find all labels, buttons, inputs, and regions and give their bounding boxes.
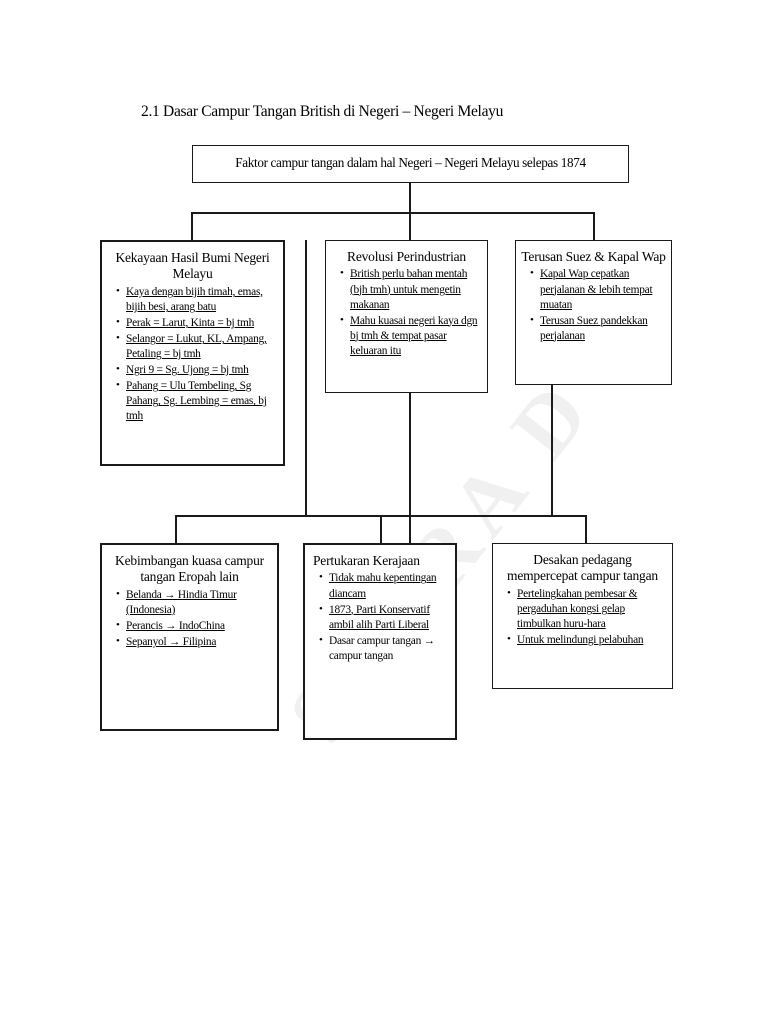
node-kebimbangan-kuasa-eropah[interactable]: Kebimbangan kuasa campur tangan Eropah l…	[100, 543, 279, 731]
node-title: Terusan Suez & Kapal Wap	[521, 249, 666, 264]
list-item: Belanda → Hindia Timur (Indonesia)	[116, 587, 273, 618]
node-item-list: Kaya dengan bijih timah, emas, bijih bes…	[102, 284, 283, 424]
node-kekayaan-hasil-bumi[interactable]: Kekayaan Hasil Bumi Negeri Melayu Kaya d…	[100, 240, 285, 466]
list-item: Kapal Wap cepatkan perjalanan & lebih te…	[530, 266, 667, 312]
list-item: Pertelingkahan pembesar & pergaduhan kon…	[507, 586, 668, 632]
node-pertukaran-kerajaan[interactable]: Pertukaran Kerajaan Tidak mahu kepenting…	[303, 543, 457, 740]
connector-row1-drop-right	[593, 212, 596, 240]
node-item-list: Pertelingkahan pembesar & pergaduhan kon…	[493, 586, 672, 648]
list-item: 1873, Parti Konservatif ambil alih Parti…	[319, 602, 451, 633]
node-item-list: Belanda → Hindia Timur (Indonesia) Peran…	[102, 587, 277, 650]
connector-row2-drop-mid	[380, 515, 383, 543]
list-item: Mahu kuasai negeri kaya dgn bj tmh & tem…	[340, 313, 483, 359]
node-item-list: British perlu bahan mentah (bjh tmh) unt…	[326, 266, 487, 359]
root-node-label: Faktor campur tangan dalam hal Negeri – …	[235, 155, 586, 170]
list-item: British perlu bahan mentah (bjh tmh) unt…	[340, 266, 483, 312]
node-title: Kekayaan Hasil Bumi Negeri Melayu	[115, 250, 270, 282]
node-title: Revolusi Perindustrian	[347, 249, 466, 264]
connector-kekayaan-stem	[305, 240, 308, 515]
connector-row2-drop-right	[585, 515, 588, 543]
node-title: Desakan pedagang mempercepat campur tang…	[507, 552, 658, 584]
node-desakan-pedagang[interactable]: Desakan pedagang mempercepat campur tang…	[492, 543, 673, 689]
node-item-list: Kapal Wap cepatkan perjalanan & lebih te…	[516, 266, 671, 344]
connector-row2-drop-left	[175, 515, 178, 543]
node-revolusi-perindustrian[interactable]: Revolusi Perindustrian British perlu bah…	[325, 240, 488, 393]
list-item: Kaya dengan bijih timah, emas, bijih bes…	[116, 284, 279, 315]
list-item: Dasar campur tangan → campur tangan	[319, 633, 451, 664]
list-item: Terusan Suez pandekkan perjalanan	[530, 313, 667, 344]
list-item: Pahang = Ulu Tembeling, Sg Pahang, Sg. L…	[116, 378, 279, 424]
list-item: Tidak mahu kepentingan diancam	[319, 570, 451, 601]
connector-terusan-stem	[551, 385, 554, 515]
list-item: Untuk melindungi pelabuhan	[507, 632, 668, 648]
list-item: Perak = Larut, Kinta = bj tmh	[116, 315, 279, 331]
node-title: Kebimbangan kuasa campur tangan Eropah l…	[115, 553, 264, 585]
page-title: 2.1 Dasar Campur Tangan British di Neger…	[141, 103, 504, 120]
root-node-box[interactable]: Faktor campur tangan dalam hal Negeri – …	[192, 145, 629, 183]
list-item: Selangor = Lukut, KL, Ampang, Petaling =…	[116, 331, 279, 362]
node-title: Pertukaran Kerajaan	[313, 553, 420, 568]
list-item: Ngri 9 = Sg. Ujong = bj tmh	[116, 362, 279, 378]
node-item-list: Tidak mahu kepentingan diancam 1873, Par…	[305, 570, 455, 664]
list-item: Perancis → IndoChina	[116, 618, 273, 634]
node-terusan-suez-kapal-wap[interactable]: Terusan Suez & Kapal Wap Kapal Wap cepat…	[515, 240, 672, 385]
connector-row1-drop-left	[191, 212, 194, 240]
connector-row1-bar	[191, 212, 594, 215]
list-item: Sepanyol → Filipina	[116, 634, 273, 650]
